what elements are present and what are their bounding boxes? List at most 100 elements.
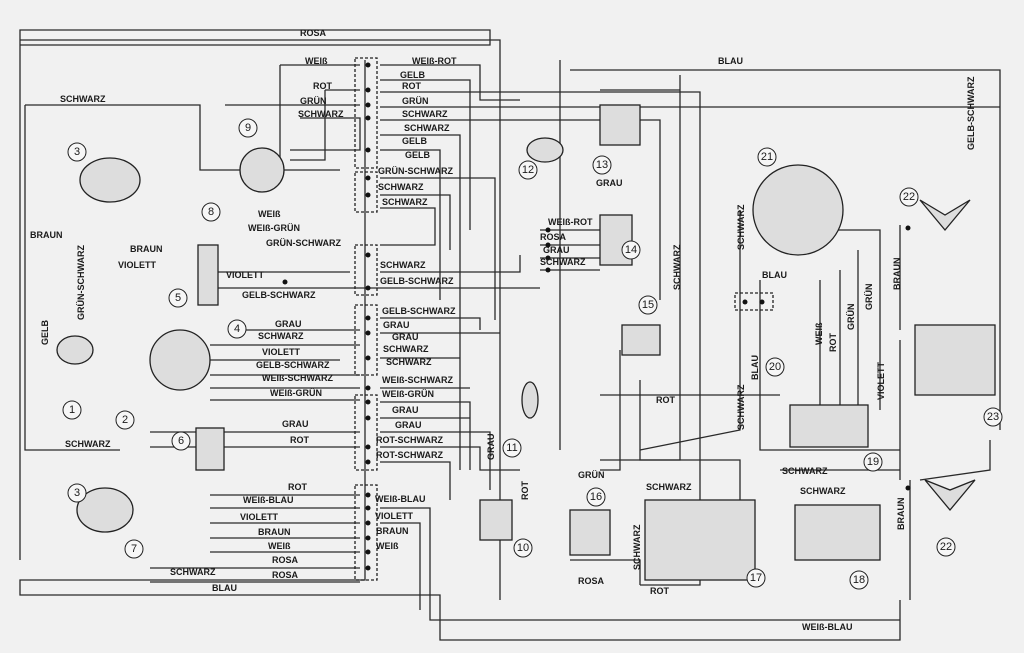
number-circle bbox=[201, 202, 221, 222]
control-unit-17 bbox=[644, 499, 756, 581]
number-circle bbox=[115, 410, 135, 430]
wire-label: SCHWARZ bbox=[672, 244, 682, 290]
wire-label: ROT bbox=[828, 333, 838, 353]
number-circle bbox=[124, 539, 144, 559]
number-text: 11 bbox=[506, 442, 517, 454]
number-text: 20 bbox=[769, 361, 781, 373]
terminal-dot bbox=[365, 444, 371, 450]
terminal-dot bbox=[282, 279, 288, 285]
wire-label: WEIß-ROT bbox=[412, 56, 457, 66]
wire-label: GELB-SCHWARZ bbox=[256, 360, 330, 370]
wire-label: WEIß-GRÜN bbox=[382, 389, 434, 399]
number-circle bbox=[621, 240, 641, 260]
number-circle bbox=[518, 160, 538, 180]
number-circle bbox=[168, 288, 188, 308]
lamp-1 bbox=[56, 335, 94, 365]
wire-label: WEIß bbox=[268, 541, 291, 551]
wire-label: GRÜN bbox=[846, 304, 856, 331]
wire-label: VIOLETT bbox=[118, 260, 157, 270]
component-number-23: 23 bbox=[983, 407, 1003, 427]
wire-label: BRAUN bbox=[30, 230, 63, 240]
component-10 bbox=[479, 499, 513, 541]
terminal-dot bbox=[365, 535, 371, 541]
terminal-dot bbox=[365, 415, 371, 421]
instrument-4 bbox=[149, 329, 211, 391]
coil-12 bbox=[526, 137, 564, 163]
wire-label: SCHWARZ bbox=[258, 331, 304, 341]
wire-label: WEIß-GRÜN bbox=[270, 388, 322, 398]
wire-label: WEIß bbox=[305, 56, 328, 66]
number-circle bbox=[513, 538, 533, 558]
wire-label: ROT bbox=[520, 481, 530, 501]
terminal-dot bbox=[365, 102, 371, 108]
wire-label: SCHWARZ bbox=[540, 257, 586, 267]
component-number-4: 4 bbox=[227, 319, 247, 339]
component-number-17: 17 bbox=[746, 568, 766, 588]
wire-label: ROSA bbox=[272, 555, 299, 565]
wire-label: GRÜN-SCHWARZ bbox=[76, 245, 86, 320]
component-number-3: 3 bbox=[67, 483, 87, 503]
terminal-block-3 bbox=[354, 244, 378, 296]
terminal-dot bbox=[365, 505, 371, 511]
number-text: 1 bbox=[69, 404, 75, 416]
terminal-dot bbox=[365, 459, 371, 465]
ignition-switch-21 bbox=[752, 164, 844, 256]
terminal-dot bbox=[365, 62, 371, 68]
number-circle bbox=[227, 319, 247, 339]
component-number-3: 3 bbox=[67, 142, 87, 162]
number-text: 13 bbox=[596, 159, 608, 171]
terminal-block-4 bbox=[354, 304, 378, 376]
number-text: 22 bbox=[903, 191, 915, 203]
wire-label: GELB bbox=[405, 150, 431, 160]
terminal-dot bbox=[545, 255, 551, 261]
indicator-22-top bbox=[919, 199, 971, 232]
wire-label: BLAU bbox=[212, 583, 237, 593]
wire-label: GRAU bbox=[486, 434, 496, 461]
terminal-dot bbox=[905, 485, 911, 491]
number-text: 18 bbox=[853, 574, 865, 586]
number-text: 9 bbox=[245, 122, 251, 134]
terminal-dot bbox=[365, 252, 371, 258]
terminal-dot bbox=[365, 285, 371, 291]
number-circle bbox=[983, 407, 1003, 427]
terminal-dot bbox=[365, 330, 371, 336]
wire-label: WEIß bbox=[376, 541, 399, 551]
component-number-6: 6 bbox=[171, 431, 191, 451]
wire-label: GRÜN bbox=[864, 284, 874, 311]
number-circle bbox=[936, 537, 956, 557]
wire-label: SCHWARZ bbox=[383, 344, 429, 354]
wire-label: VIOLETT bbox=[876, 361, 886, 400]
number-text: 19 bbox=[867, 456, 879, 468]
wires bbox=[19, 29, 1001, 641]
number-text: 15 bbox=[642, 299, 654, 311]
terminal-dot bbox=[365, 565, 371, 571]
number-circle bbox=[849, 570, 869, 590]
wire-label: WEIß-BLAU bbox=[243, 495, 294, 505]
connector-blocks bbox=[56, 57, 996, 581]
wire-label: GELB-SCHWARZ bbox=[966, 76, 976, 150]
wire-label: SCHWARZ bbox=[380, 260, 426, 270]
terminal-dot bbox=[365, 520, 371, 526]
wire-label: GRÜN bbox=[300, 96, 327, 106]
component-number-1: 1 bbox=[62, 400, 82, 420]
indicator-3-bottom bbox=[76, 487, 134, 533]
component-number-2: 2 bbox=[115, 410, 135, 430]
wire-label: SCHWARZ bbox=[402, 109, 448, 119]
terminal-block-5 bbox=[354, 394, 378, 471]
component-number-15: 15 bbox=[638, 295, 658, 315]
component-number-18: 18 bbox=[849, 570, 869, 590]
number-circle bbox=[67, 483, 87, 503]
terminal-dot bbox=[545, 267, 551, 273]
wire-label: SCHWARZ bbox=[736, 204, 746, 250]
wire-label: WEIß-BLAU bbox=[375, 494, 426, 504]
wire-label: WEIß-ROT bbox=[548, 217, 593, 227]
number-text: 10 bbox=[517, 542, 529, 554]
wire-label: BLAU bbox=[750, 355, 760, 380]
number-text: 17 bbox=[750, 572, 762, 584]
terminal-dot bbox=[545, 242, 551, 248]
wire-label: ROSA bbox=[578, 576, 605, 586]
wire-label: GRAU bbox=[392, 405, 419, 415]
wire-label: SCHWARZ bbox=[382, 197, 428, 207]
component-number-14: 14 bbox=[621, 240, 641, 260]
component-number-7: 7 bbox=[124, 539, 144, 559]
